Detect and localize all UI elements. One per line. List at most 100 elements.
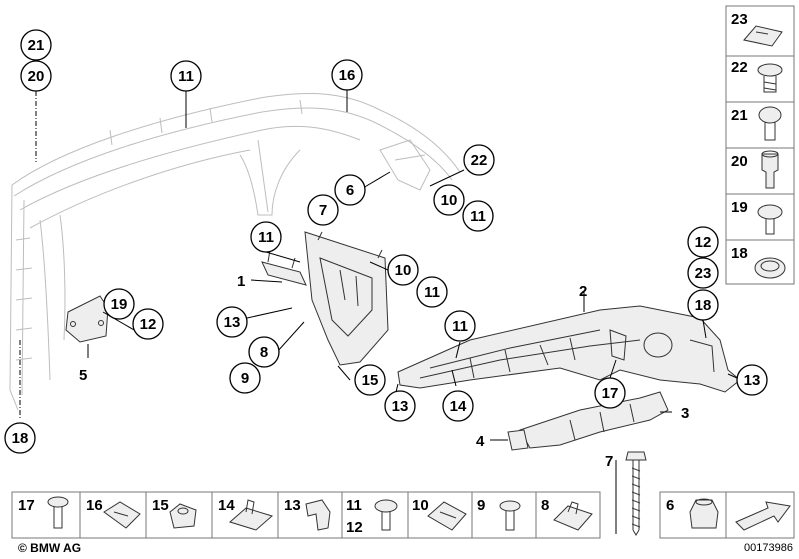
svg-text:23: 23 bbox=[695, 265, 712, 282]
callout-17: 17 bbox=[594, 377, 626, 409]
bumper-outline bbox=[9, 93, 461, 411]
callout-11: 11 bbox=[462, 200, 494, 232]
drawing-number: 00173986 bbox=[744, 542, 793, 554]
plain-labels: 1 2 3 4 5 7 bbox=[79, 273, 689, 470]
side-cell-22: 22 bbox=[731, 59, 783, 93]
svg-text:22: 22 bbox=[731, 59, 748, 76]
svg-text:17: 17 bbox=[18, 497, 35, 514]
part-4-bracket bbox=[507, 429, 529, 451]
svg-text:11: 11 bbox=[258, 229, 274, 246]
svg-text:18: 18 bbox=[695, 297, 712, 314]
svg-text:12: 12 bbox=[346, 519, 363, 536]
svg-text:7: 7 bbox=[319, 202, 327, 219]
callout-6: 6 bbox=[334, 174, 366, 206]
svg-text:11: 11 bbox=[470, 208, 486, 225]
svg-text:20: 20 bbox=[731, 153, 748, 170]
side-parts-column: 23 22 21 20 19 18 bbox=[725, 5, 795, 285]
svg-text:13: 13 bbox=[224, 314, 241, 331]
svg-text:8: 8 bbox=[260, 344, 268, 361]
label-7: 7 bbox=[605, 453, 613, 470]
callout-14: 14 bbox=[442, 390, 474, 422]
bottom-cell-16: 16 bbox=[86, 497, 141, 529]
svg-text:14: 14 bbox=[450, 398, 467, 415]
callout-9: 9 bbox=[229, 362, 261, 394]
callout-18: 18 bbox=[4, 422, 36, 454]
svg-text:13: 13 bbox=[284, 497, 301, 514]
orientation-arrow bbox=[735, 501, 791, 531]
svg-text:11: 11 bbox=[346, 497, 362, 514]
side-cell-23: 23 bbox=[731, 11, 783, 47]
label-1: 1 bbox=[237, 273, 245, 290]
callout-18: 18 bbox=[687, 289, 719, 321]
svg-text:10: 10 bbox=[412, 497, 429, 514]
bottom-cell-15: 15 bbox=[152, 497, 197, 529]
svg-text:14: 14 bbox=[218, 497, 235, 514]
svg-text:18: 18 bbox=[731, 245, 748, 262]
part-2-support bbox=[397, 305, 741, 393]
callout-16: 16 bbox=[331, 59, 363, 91]
svg-text:9: 9 bbox=[477, 497, 485, 514]
svg-text:6: 6 bbox=[346, 182, 354, 199]
side-cell-18: 18 bbox=[731, 245, 786, 279]
svg-text:21: 21 bbox=[28, 37, 45, 54]
side-cell-21: 21 bbox=[731, 106, 782, 141]
part-1-bracket bbox=[261, 249, 307, 286]
callout-10: 10 bbox=[433, 184, 465, 216]
svg-text:16: 16 bbox=[339, 67, 356, 84]
label-4: 4 bbox=[476, 433, 485, 450]
svg-text:19: 19 bbox=[731, 199, 748, 216]
svg-text:11: 11 bbox=[424, 284, 440, 301]
callout-23: 23 bbox=[687, 257, 719, 289]
svg-text:8: 8 bbox=[541, 497, 549, 514]
callout-11: 11 bbox=[416, 276, 448, 308]
svg-text:13: 13 bbox=[392, 398, 409, 415]
callout-12: 12 bbox=[132, 308, 164, 340]
callout-11: 11 bbox=[444, 310, 476, 342]
svg-text:9: 9 bbox=[241, 370, 249, 387]
svg-text:13: 13 bbox=[744, 372, 761, 389]
callout-15: 15 bbox=[354, 364, 386, 396]
svg-text:11: 11 bbox=[178, 68, 194, 85]
svg-text:12: 12 bbox=[695, 234, 712, 251]
bottom-cell-17: 17 bbox=[18, 496, 69, 529]
label-2: 2 bbox=[579, 283, 587, 300]
svg-text:23: 23 bbox=[731, 11, 748, 28]
callout-8: 8 bbox=[248, 336, 280, 368]
callout-13: 13 bbox=[384, 390, 416, 422]
svg-text:22: 22 bbox=[471, 152, 488, 169]
svg-text:20: 20 bbox=[28, 68, 45, 85]
bottom-cell-9: 9 bbox=[477, 497, 521, 531]
bottom-cell-10: 10 bbox=[412, 497, 467, 531]
bottom-cell-6: 6 bbox=[666, 497, 719, 529]
part-8-bracket bbox=[304, 231, 389, 366]
svg-text:6: 6 bbox=[666, 497, 674, 514]
side-cell-20: 20 bbox=[731, 150, 779, 189]
bottom-cell-8: 8 bbox=[541, 497, 593, 531]
part-3-bracket bbox=[519, 391, 669, 449]
svg-text:19: 19 bbox=[111, 296, 128, 313]
svg-text:15: 15 bbox=[362, 372, 379, 389]
callout-22: 22 bbox=[463, 144, 495, 176]
label-3: 3 bbox=[681, 405, 689, 422]
svg-text:10: 10 bbox=[441, 192, 458, 209]
bottom-parts-row: 17 16 15 14 13 11 12 bbox=[11, 491, 795, 539]
callout-20: 20 bbox=[20, 60, 52, 92]
callout-11: 11 bbox=[170, 60, 202, 92]
svg-text:12: 12 bbox=[140, 316, 157, 333]
callout-10: 10 bbox=[387, 254, 419, 286]
bottom-cell-13: 13 bbox=[284, 497, 331, 531]
svg-text:11: 11 bbox=[452, 318, 468, 335]
svg-text:16: 16 bbox=[86, 497, 103, 514]
svg-text:18: 18 bbox=[12, 430, 29, 447]
side-cell-19: 19 bbox=[731, 199, 783, 235]
callout-11: 11 bbox=[250, 221, 282, 253]
callout-21: 21 bbox=[20, 29, 52, 61]
part-7-bolt bbox=[625, 451, 647, 536]
brand-copyright: © BMW AG bbox=[18, 541, 82, 555]
callout-19: 19 bbox=[103, 288, 135, 320]
bottom-cell-14: 14 bbox=[218, 497, 274, 531]
svg-text:21: 21 bbox=[731, 107, 748, 124]
svg-text:10: 10 bbox=[395, 262, 412, 279]
callout-12: 12 bbox=[687, 226, 719, 258]
